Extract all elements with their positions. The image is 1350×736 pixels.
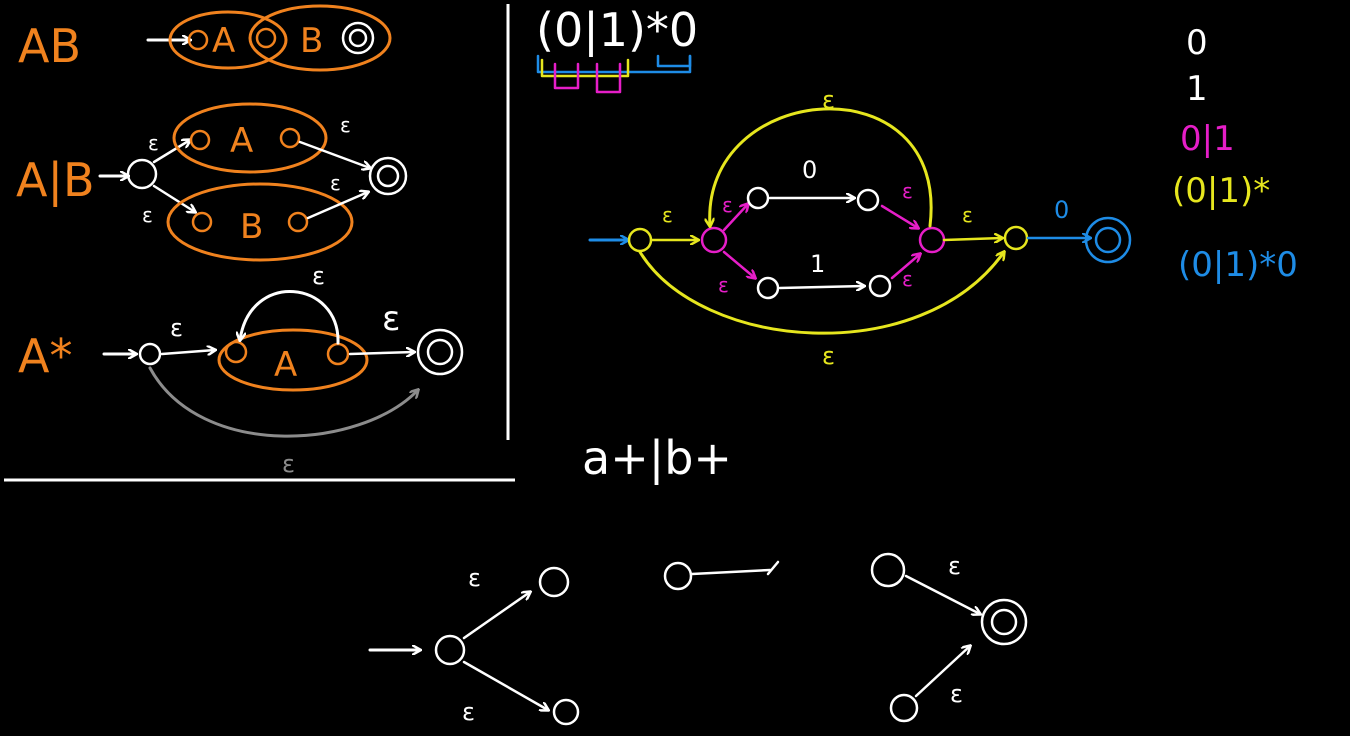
nfa-union-start [700,226,728,254]
bottom-accept-outer [980,598,1028,646]
svg-text:ε: ε [950,680,963,708]
svg-text:ε: ε [382,299,400,339]
svg-text:ε: ε [722,193,733,217]
star-loop [240,290,340,345]
svg-text:ε: ε [330,171,341,195]
svg-text:ε: ε [822,342,835,370]
concat-state-a-start [187,29,209,51]
svg-text:1: 1 [810,250,825,278]
svg-text:ε: ε [662,203,673,227]
svg-text:ε: ε [170,314,183,342]
union-blob-b [166,182,354,262]
bottom-regex: a+|b+ [582,431,732,486]
svg-text:ε: ε [282,450,295,478]
union-eps-down [152,184,195,212]
union-label: A|B [16,153,95,208]
main-nfa: (0|1)*0 ε ε ε 0 ε 1 ε ε [536,3,1132,370]
svg-text:ε: ε [718,273,729,297]
svg-text:ε: ε [312,262,325,290]
concat-blob-a [168,10,288,70]
concat-accept-inner [348,28,368,48]
svg-text:ε: ε [822,86,835,114]
star-blob-a [217,328,369,392]
concat-accept-outer [341,21,375,55]
svg-text:ε: ε [902,267,913,291]
svg-text:ε: ε [468,564,481,592]
svg-text:0: 0 [1054,196,1069,224]
legend-item-3: (0|1)* [1172,171,1270,211]
legend-item-2: 0|1 [1180,119,1235,159]
union-eps-up-label: ε [148,131,159,155]
concat-label: AB [18,19,81,73]
star-a: A [274,345,297,385]
bottom-accept-inner [990,608,1018,636]
union-construction: A|B ε ε A B ε ε [16,102,408,262]
star-label: A* [18,329,72,383]
svg-text:ε: ε [340,113,351,137]
nfa-union-end [918,226,946,254]
union-accept-inner [376,164,400,188]
svg-text:ε: ε [902,179,913,203]
star-construction: A* ε A ε ε ε [18,262,464,478]
star-accept-outer [416,328,464,376]
nfa-accept-inner [1094,226,1122,254]
bottom-construction: a+|b+ ε ε ε ε [368,431,1028,726]
legend-item-0: 0 [1186,23,1208,63]
legend-item-4: (0|1)*0 [1178,245,1298,285]
concat-construction: AB A B [18,4,392,73]
union-start-state [126,158,158,190]
svg-text:ε: ε [462,698,475,726]
concat-blob-b [248,4,392,72]
concat-b: B [300,21,323,61]
main-regex: (0|1)*0 [536,3,698,58]
star-bypass [148,366,418,438]
union-accept-outer [368,156,408,196]
union-eps-down-label: ε [142,203,153,227]
union-blob-a [172,102,328,174]
union-eps-up [152,140,190,164]
legend-item-1: 1 [1186,69,1208,109]
bottom-start-state [434,634,466,666]
svg-text:0: 0 [802,156,817,184]
nfa-accept-outer [1084,216,1132,264]
union-b: B [240,207,263,247]
svg-text:ε: ε [948,552,961,580]
star-accept-inner [426,338,454,366]
nfa-start-state [627,227,653,253]
nfa-pre-final-state [1003,225,1029,251]
svg-text:ε: ε [962,203,973,227]
star-start-state [138,342,162,366]
union-a: A [230,121,253,161]
legend: 0 1 0|1 (0|1)* (0|1)*0 [1172,23,1298,285]
concat-a: A [212,21,235,61]
concat-state-a-end [255,27,277,49]
